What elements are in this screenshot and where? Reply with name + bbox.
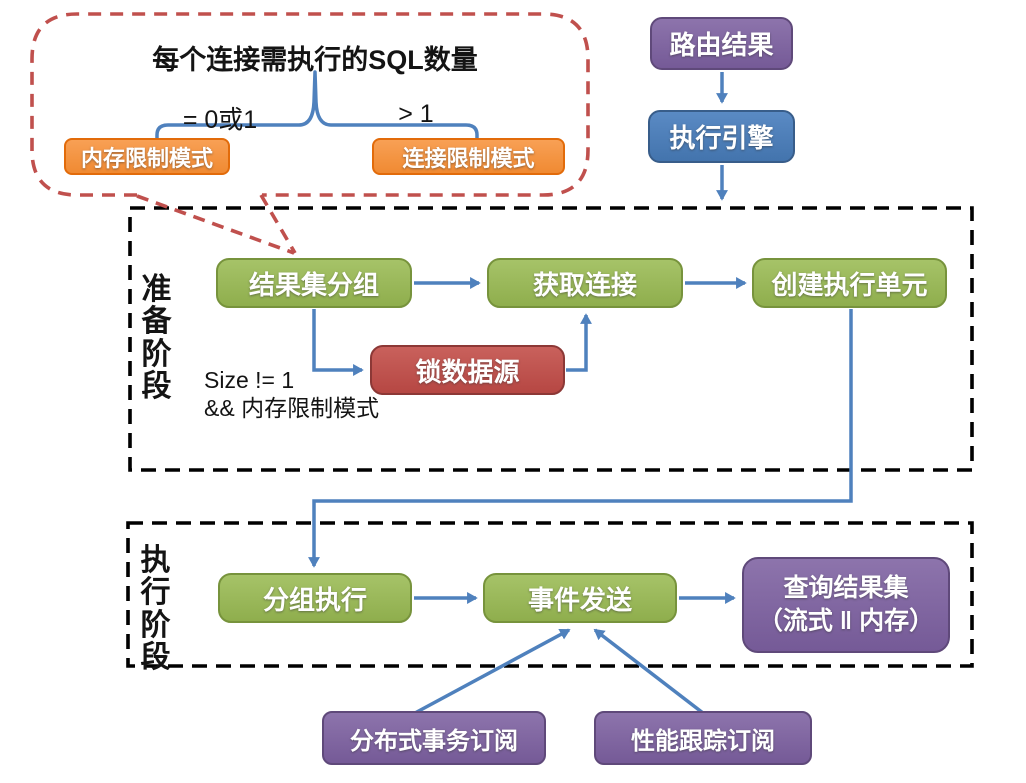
- condition-line2: && 内存限制模式: [204, 395, 380, 421]
- condition-text: Size != 1 && 内存限制模式: [204, 366, 379, 422]
- node-lock-datasource: 锁数据源: [370, 345, 565, 395]
- condition-line1: Size != 1: [204, 367, 295, 393]
- node-memory-limit-mode: 内存限制模式: [64, 138, 230, 175]
- node-distributed-transaction-subscriber: 分布式事务订阅: [322, 711, 546, 765]
- execute-phase-frame: [126, 521, 974, 668]
- node-route-result: 路由结果: [650, 17, 793, 70]
- branch-left-label: = 0或1: [182, 106, 258, 134]
- arrow-disttx-to-event: [414, 628, 571, 715]
- node-performance-trace-subscriber: 性能跟踪订阅: [594, 711, 812, 765]
- branch-right-label: > 1: [398, 100, 434, 128]
- prepare-phase-frame: [128, 206, 974, 472]
- query-result-line2: （流式 ‖ 内存）: [757, 607, 935, 635]
- node-acquire-connection: 获取连接: [487, 258, 683, 308]
- node-event-dispatch: 事件发送: [483, 573, 677, 623]
- node-result-set-grouping: 结果集分组: [216, 258, 412, 308]
- node-group-execution: 分组执行: [218, 573, 412, 623]
- node-create-execution-unit: 创建执行单元: [752, 258, 947, 308]
- arrow-unit-to-group-execution: [308, 309, 853, 568]
- arrow-perf-to-event: [593, 628, 705, 715]
- node-query-result-set: 查询结果集 （流式 ‖ 内存）: [742, 557, 950, 653]
- callout-tail-left: [136, 194, 295, 255]
- arrow-grouping-to-lock: [312, 309, 364, 376]
- arrow-lock-to-connection: [566, 313, 592, 372]
- prepare-phase-label: 准备阶段: [141, 273, 172, 404]
- node-execution-engine: 执行引擎: [648, 110, 795, 163]
- branch-brace: [155, 70, 479, 153]
- node-connection-limit-mode: 连接限制模式: [372, 138, 565, 175]
- callout-title: 每个连接需执行的SQL数量: [152, 45, 478, 75]
- callout-border: [30, 12, 590, 197]
- query-result-line1: 查询结果集: [783, 574, 909, 602]
- callout-tail-right: [259, 194, 297, 254]
- execute-phase-label: 执行阶段: [140, 544, 171, 675]
